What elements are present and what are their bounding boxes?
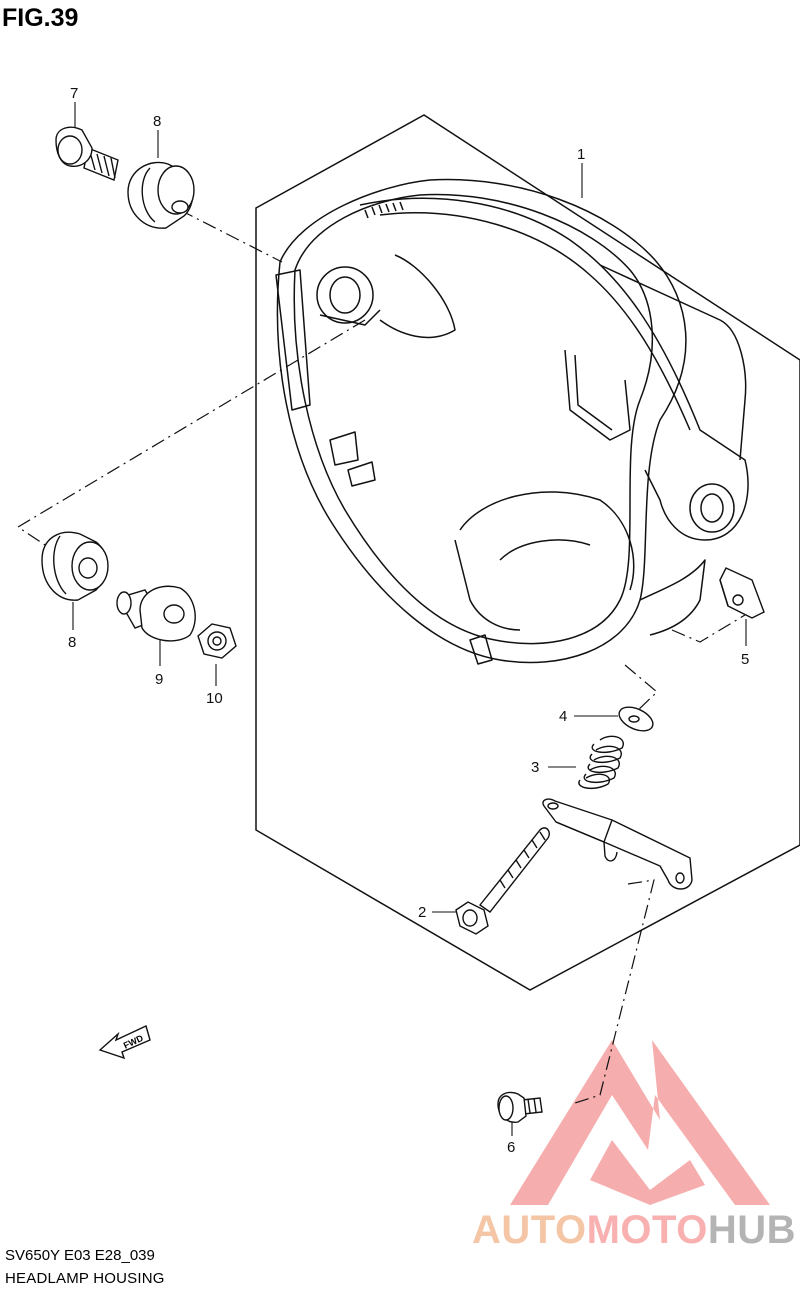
callout-6: 6 <box>507 1139 515 1156</box>
callout-3: 3 <box>531 759 539 776</box>
flange-nut-part-10 <box>197 623 237 659</box>
callout-8-lower: 8 <box>68 634 76 651</box>
collar-part-9 <box>116 585 196 642</box>
callout-labels: 1 2 3 4 5 6 7 8 8 9 10 <box>68 85 749 1156</box>
callout-1: 1 <box>577 146 585 163</box>
watermark-auto: AUTO <box>472 1208 587 1252</box>
watermark-hub: HUB <box>707 1208 797 1252</box>
callout-4: 4 <box>559 708 567 725</box>
leader-lines <box>16 209 746 1104</box>
forward-direction-marker: FWD <box>98 1025 151 1060</box>
callout-7: 7 <box>70 85 78 102</box>
callout-2: 2 <box>418 904 426 921</box>
callout-9: 9 <box>155 671 163 688</box>
grommet-part-8-upper <box>127 161 195 229</box>
watermark-moto: MOTO <box>586 1208 708 1252</box>
spring-part-3 <box>578 735 624 790</box>
clip-nut-part-5 <box>719 567 765 619</box>
section-name: HEADLAMP HOUSING <box>5 1270 165 1287</box>
fwd-arrow-icon <box>98 1025 151 1060</box>
flange-bolt-part-7 <box>55 126 119 181</box>
adjusting-bracket <box>542 798 693 890</box>
callout-8-upper: 8 <box>153 113 161 130</box>
screw-part-6 <box>497 1091 543 1123</box>
washer-part-4 <box>618 706 654 732</box>
callout-10: 10 <box>206 690 223 707</box>
headlamp-housing <box>275 178 749 665</box>
watermark-brand: AUTOMOTOHUB <box>472 1208 796 1253</box>
figure-title: FIG.39 <box>2 4 79 32</box>
watermark-logo-icon <box>510 1040 770 1205</box>
grommet-part-8-lower <box>41 531 109 601</box>
adjusting-screw-part-2 <box>455 827 550 935</box>
callout-5: 5 <box>741 651 749 668</box>
assembly-boundary <box>255 114 800 991</box>
model-code: SV650Y E03 E28_039 <box>5 1247 155 1264</box>
